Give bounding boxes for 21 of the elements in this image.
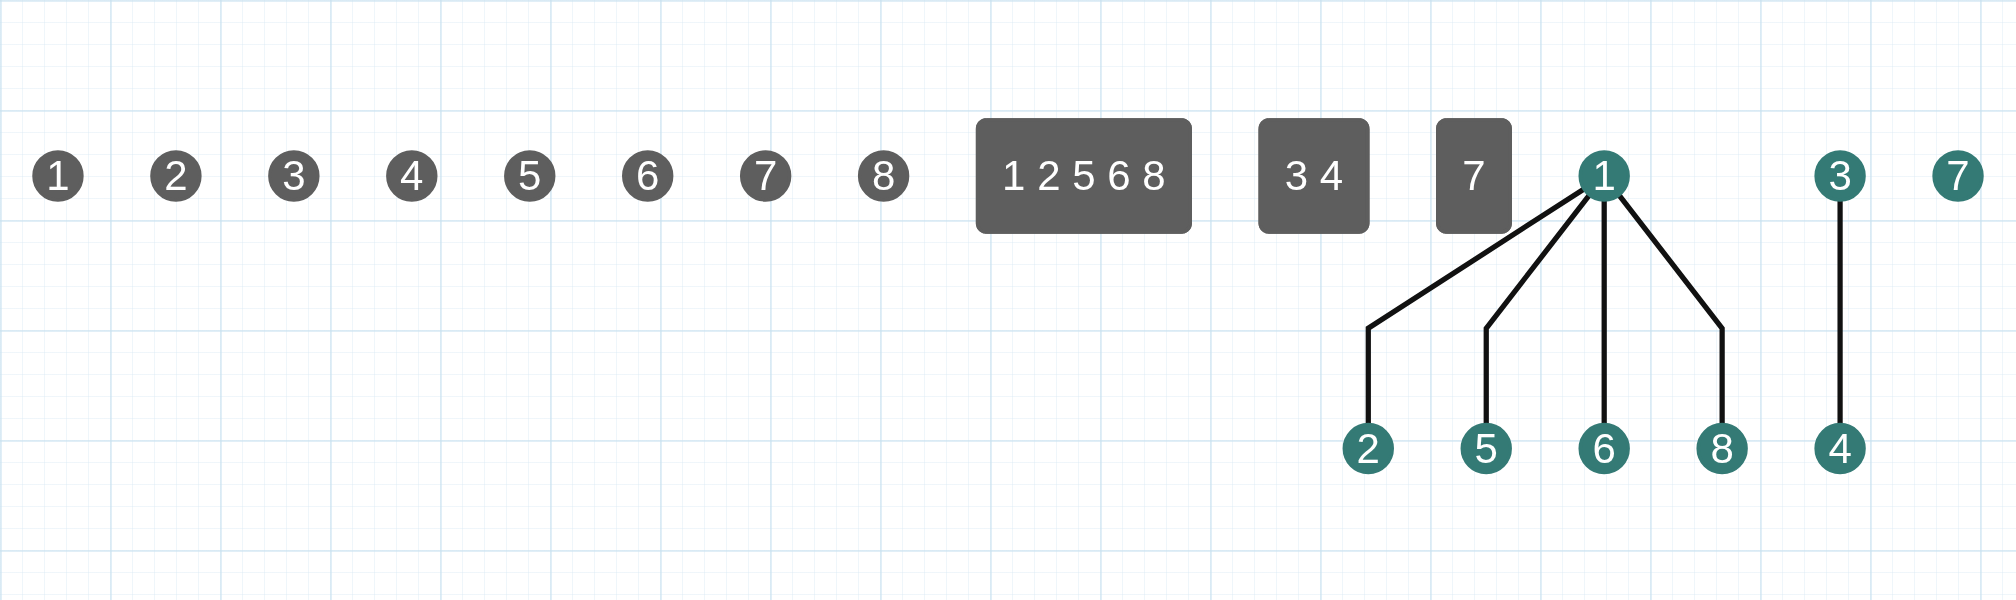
node-circle: 1 (32, 150, 84, 202)
connector (1483, 193, 1592, 425)
node-circle: 5 (504, 150, 556, 202)
node-circle: 3 (268, 150, 320, 202)
node-circle: 8 (857, 150, 910, 202)
node-circle: 5 (1460, 422, 1512, 475)
connector (1601, 199, 1607, 425)
node-circle: 6 (622, 150, 674, 202)
node-circle: 7 (739, 150, 792, 202)
node-circle: 7 (1932, 150, 1984, 202)
connector (1365, 186, 1586, 425)
node-circle: 1 (1578, 150, 1630, 202)
node-circle: 4 (386, 150, 438, 202)
node-circle: 2 (1342, 422, 1394, 475)
node-circle: 2 (150, 150, 202, 202)
node-circle: 8 (1696, 422, 1748, 475)
node-circle: 4 (1814, 422, 1866, 475)
connector (1837, 199, 1843, 425)
node-circle: 3 (1814, 150, 1866, 202)
node-circle: 6 (1578, 422, 1630, 475)
connector (1616, 193, 1725, 425)
